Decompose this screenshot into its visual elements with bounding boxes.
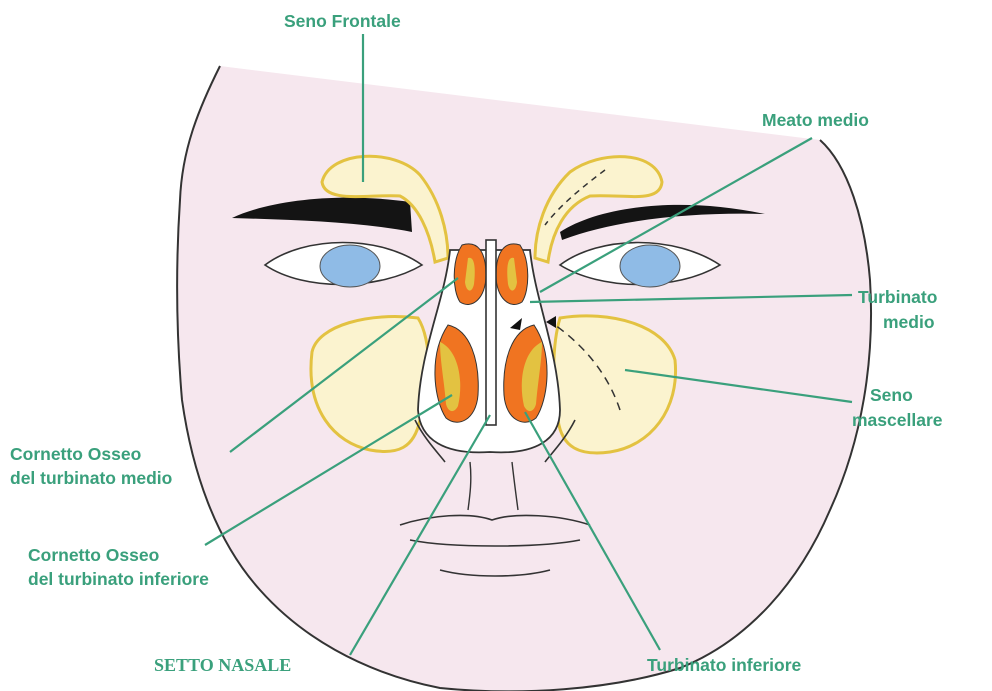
label-turbinato-medio-line2: medio	[883, 312, 935, 332]
nasal-septum	[486, 240, 496, 425]
label-seno-mascellare-line2: mascellare	[852, 410, 943, 430]
label-cornetto-medio-line2: del turbinato medio	[10, 468, 172, 488]
label-turbinato-medio-line1: Turbinato	[858, 287, 937, 307]
label-cornetto-inferiore-line1: Cornetto Osseo	[28, 545, 159, 565]
label-setto-nasale: SETTO NASALE	[154, 655, 291, 675]
right-iris	[620, 245, 680, 287]
label-seno-frontale: Seno Frontale	[284, 11, 401, 31]
label-turbinato-inferiore: Turbinato inferiore	[647, 655, 802, 675]
left-iris	[320, 245, 380, 287]
label-meato-medio: Meato medio	[762, 110, 869, 130]
label-seno-mascellare-line1: Seno	[870, 385, 913, 405]
label-cornetto-medio-line1: Cornetto Osseo	[10, 444, 141, 464]
label-cornetto-inferiore-line2: del turbinato inferiore	[28, 569, 209, 589]
